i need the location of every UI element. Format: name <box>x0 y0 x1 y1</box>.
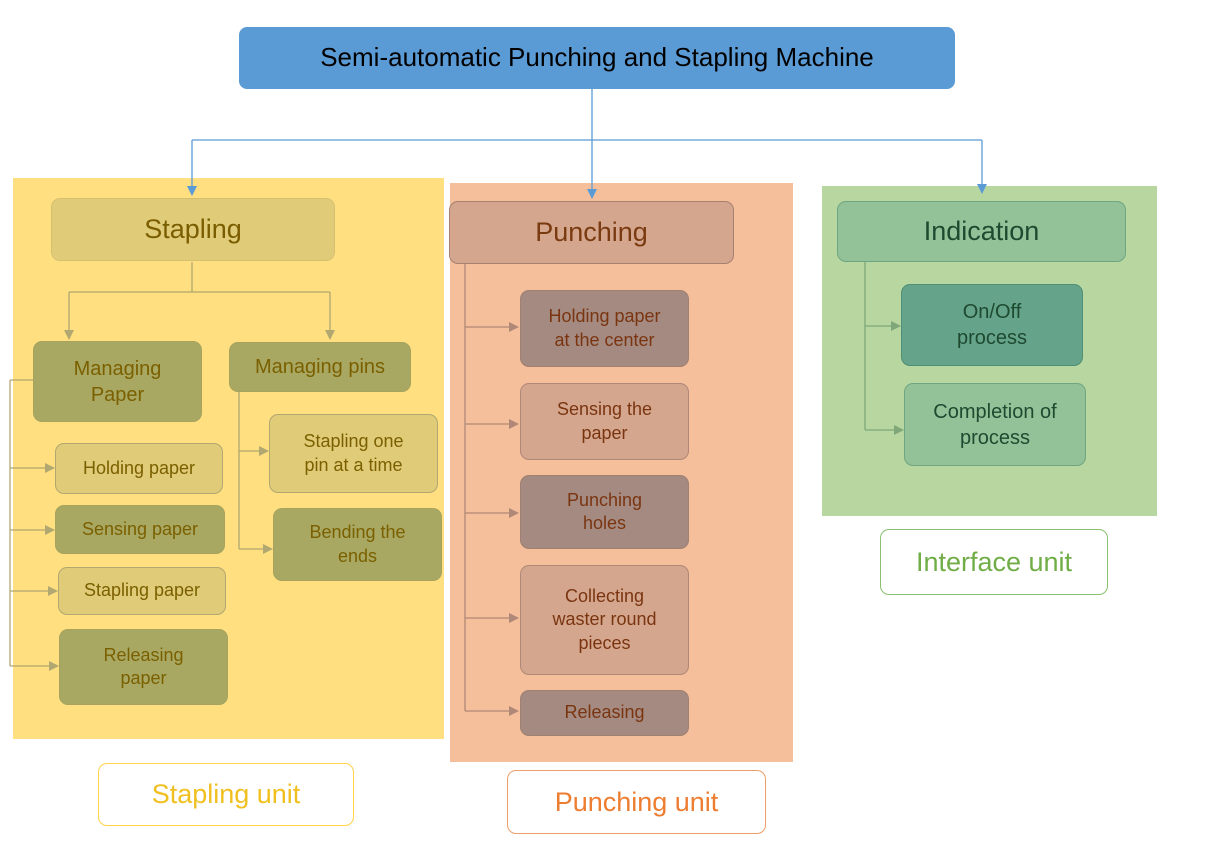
diagram-title: Semi-automatic Punching and Stapling Mac… <box>239 27 955 89</box>
releasing-node: Releasing <box>520 690 689 736</box>
completion-process-node: Completion of process <box>904 383 1086 466</box>
stapling-paper-node: Stapling paper <box>58 567 226 615</box>
punching-unit-caption: Punching unit <box>507 770 766 834</box>
sensing-the-paper-node: Sensing the paper <box>520 383 689 460</box>
sensing-paper-node: Sensing paper <box>55 505 225 554</box>
indication-header: Indication <box>837 201 1126 262</box>
managing-pins-node: Managing pins <box>229 342 411 392</box>
holding-center-node: Holding paper at the center <box>520 290 689 367</box>
stapling-unit-caption: Stapling unit <box>98 763 354 826</box>
stapling-header: Stapling <box>51 198 335 261</box>
punching-holes-node: Punching holes <box>520 475 689 549</box>
collecting-pieces-node: Collecting waster round pieces <box>520 565 689 675</box>
releasing-paper-node: Releasing paper <box>59 629 228 705</box>
managing-paper-node: Managing Paper <box>33 341 202 422</box>
on-off-process-node: On/Off process <box>901 284 1083 366</box>
interface-unit-caption: Interface unit <box>880 529 1108 595</box>
stapling-one-pin-node: Stapling one pin at a time <box>269 414 438 493</box>
holding-paper-node: Holding paper <box>55 443 223 494</box>
punching-header: Punching <box>449 201 734 264</box>
bending-ends-node: Bending the ends <box>273 508 442 581</box>
punching-panel <box>450 183 793 762</box>
